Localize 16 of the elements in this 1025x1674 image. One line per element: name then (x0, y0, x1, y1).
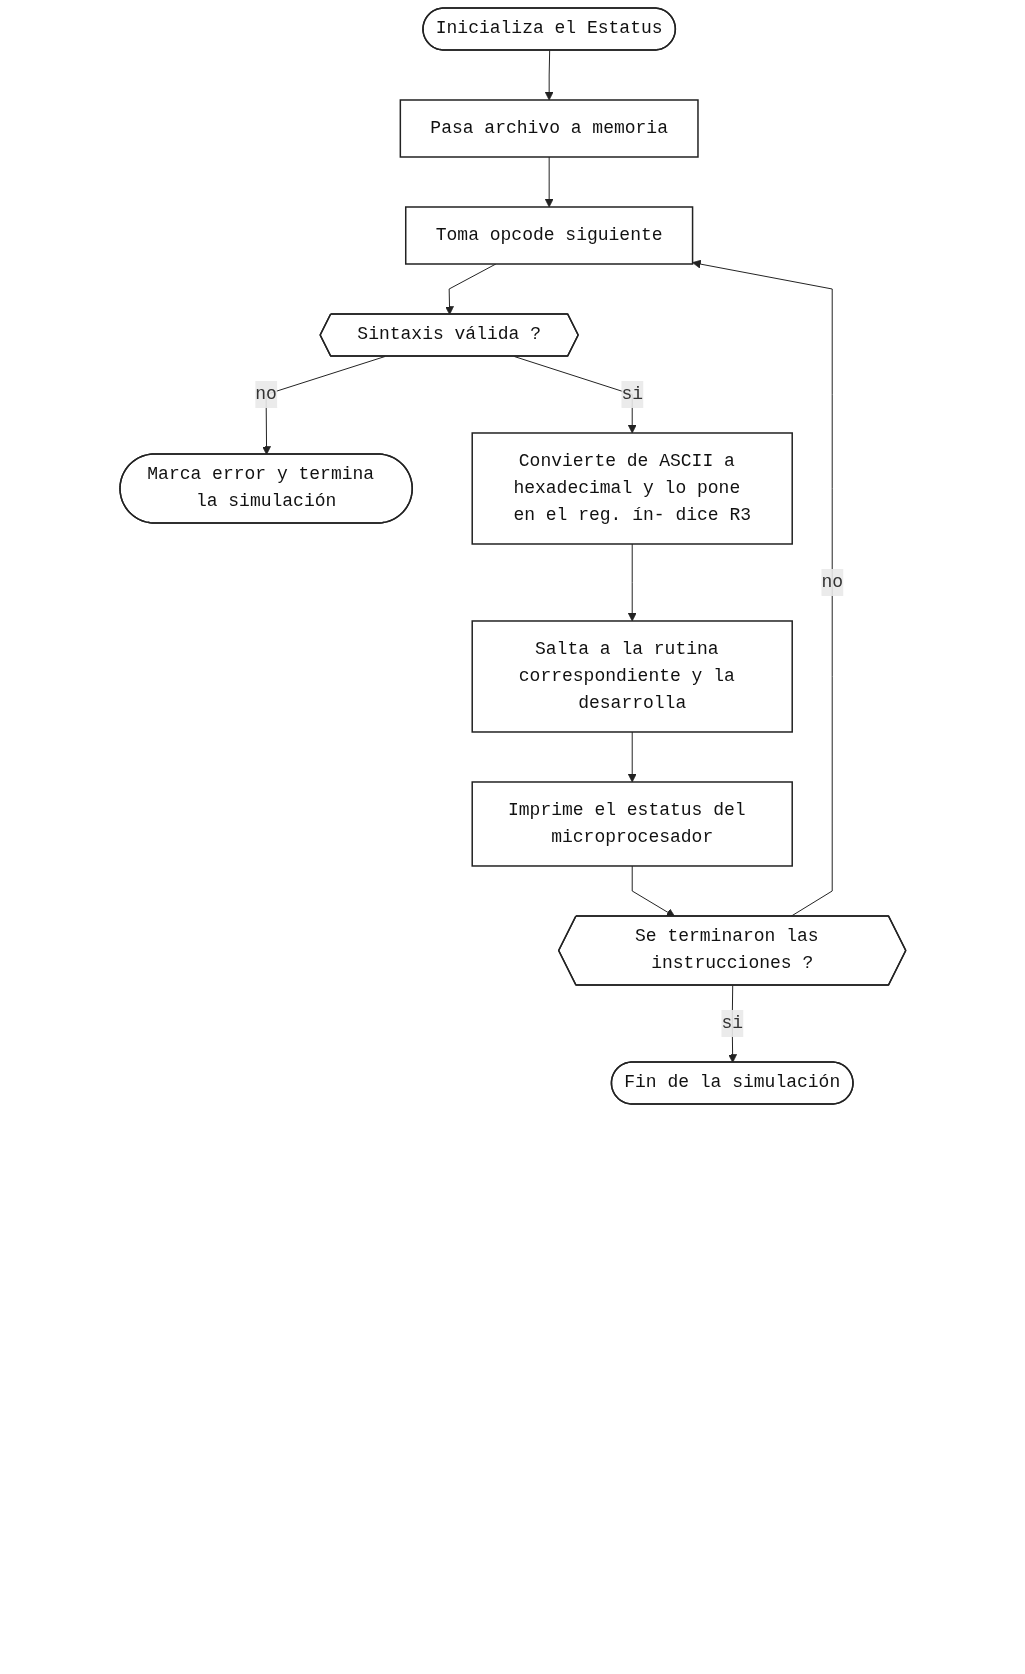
node-box: Toma opcode siguiente (404, 206, 693, 265)
edge-label: no (254, 383, 277, 404)
node-box: Convierte de ASCII a hexadecimal y lo pone en el reg. ín- dice R3 (471, 432, 793, 545)
arrow (444, 263, 496, 315)
arrow (627, 731, 637, 783)
arrow (544, 156, 554, 208)
arrow (631, 865, 675, 917)
arrow (691, 259, 833, 917)
arrow (627, 543, 637, 622)
edge-label: si (621, 383, 643, 404)
node-box: Pasa archivo a memoria (399, 99, 699, 158)
edge-label: si (721, 1012, 743, 1033)
arrow (544, 50, 554, 101)
edge-label: no (821, 571, 843, 592)
node-box: Imprime el estatus del microprocesador (471, 781, 793, 867)
node-box: Salta a la rutina correspondiente y la desarrolla (471, 620, 793, 733)
